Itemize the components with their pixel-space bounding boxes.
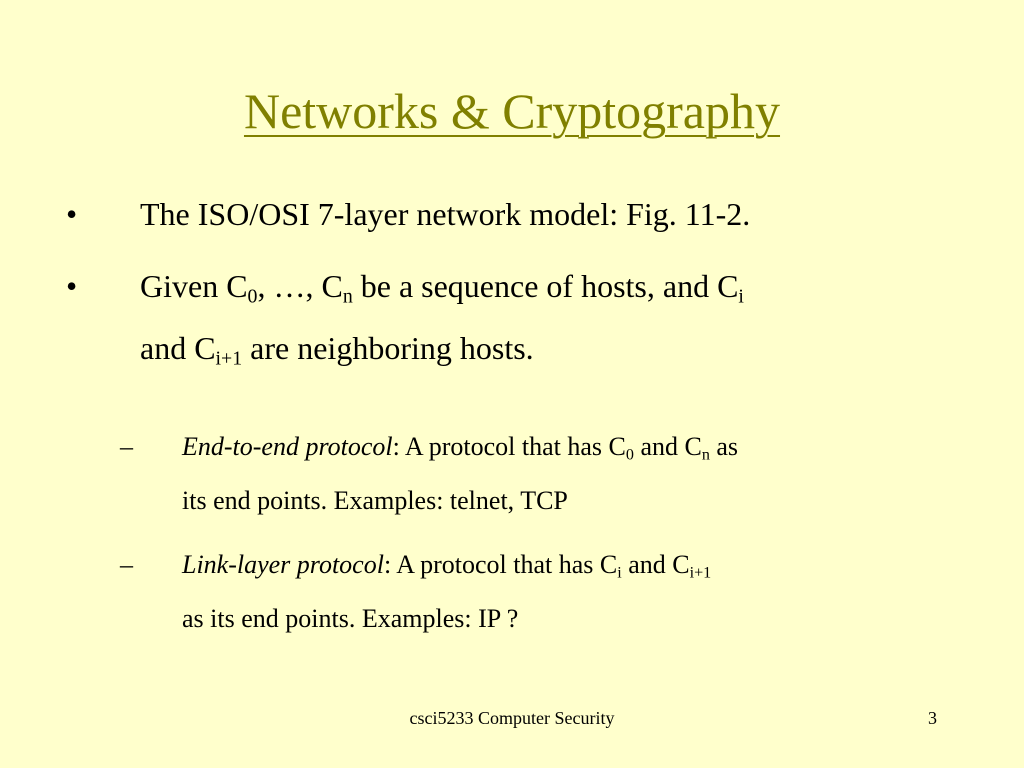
term-text: End-to-end protocol (182, 432, 393, 461)
text-segment: : A protocol that has C (383, 550, 618, 579)
text-segment: The ISO/OSI 7-layer network model: Fig. … (140, 196, 751, 232)
subscript-text: i (617, 564, 622, 582)
subscript-text: 0 (247, 285, 258, 308)
subscript-text: n (701, 446, 710, 464)
subscript-text: 0 (625, 446, 634, 464)
subbullet-marker: – (120, 550, 133, 579)
subbullet-1-line-2: its end points. Examples: telnet, TCP (182, 486, 568, 516)
text-segment: Given C (140, 268, 248, 304)
text-segment: as (709, 432, 739, 461)
bullet-marker: • (66, 268, 78, 304)
subbullet-2-line-2: as its end points. Examples: IP ? (182, 604, 518, 634)
bullet-1-line-1: The ISO/OSI 7-layer network model: Fig. … (140, 196, 750, 233)
subscript-text: i+1 (215, 347, 243, 370)
footer-course-name: csci5233 Computer Security (409, 708, 615, 728)
bullet-2-line-2: and Ci+1 are neighboring hosts. (140, 330, 534, 370)
text-segment: are neighboring hosts. (242, 330, 534, 366)
footer-page-number: 3 (928, 708, 937, 728)
subbullet-1-line-1: End-to-end protocol: A protocol that has… (182, 432, 739, 464)
text-segment: and C (633, 432, 702, 461)
subbullet-marker: – (120, 432, 133, 461)
slide-title: Networks & Cryptography (243, 83, 781, 139)
text-segment: and C (621, 550, 690, 579)
subscript-text: i+1 (689, 564, 712, 582)
bullet-2-line-1: Given C0, …, Cn be a sequence of hosts, … (140, 268, 744, 308)
subscript-text: i (738, 285, 744, 308)
text-segment: its end points. Examples: telnet, TCP (182, 486, 568, 515)
term-text: Link-layer protocol (182, 550, 384, 579)
subscript-text: n (342, 285, 353, 308)
text-segment: as its end points. Examples: IP ? (182, 604, 519, 633)
text-segment: , …, C (257, 268, 343, 304)
text-segment: and C (140, 330, 216, 366)
subbullet-2-line-1: Link-layer protocol: A protocol that has… (182, 550, 712, 582)
text-segment: be a sequence of hosts, and C (352, 268, 739, 304)
text-segment: : A protocol that has C (392, 432, 626, 461)
bullet-marker: • (66, 196, 78, 232)
